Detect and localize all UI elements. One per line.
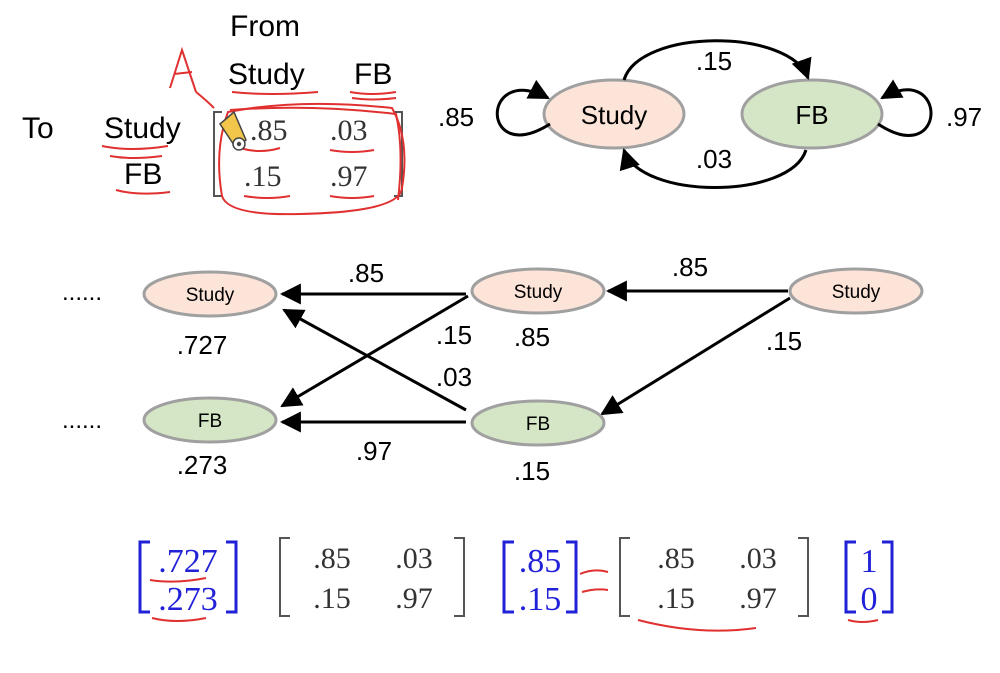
edge-mid-fb-to-left-study <box>282 308 467 412</box>
matrix-top-left-bracket <box>213 111 222 197</box>
vector2-right-bracket <box>566 540 578 614</box>
matrix2-r2c2: .97 <box>739 582 777 615</box>
trellis-label-mid-fb: FB <box>526 414 550 435</box>
matrix-top-r2c1: .15 <box>244 160 282 193</box>
matrix-top-r2c2: .97 <box>330 160 368 193</box>
vector1-right-bracket <box>226 540 238 614</box>
trellis-ellipsis-top: ...... <box>62 279 102 306</box>
matrix1-r1c1: .85 <box>313 542 351 575</box>
edge-study-to-fb <box>622 39 812 81</box>
vector1-left-bracket <box>138 540 150 614</box>
matrix1-r1c2: .03 <box>395 542 433 575</box>
edge-label-study-to-fb: .15 <box>696 46 732 76</box>
matrix-top-r1c1: .85 <box>250 114 288 147</box>
trellis-node-mid-study <box>470 267 606 315</box>
matrix2-r1c1: .85 <box>657 542 695 575</box>
vector1-bottom: .273 <box>158 581 218 618</box>
red-annotations-bottom <box>149 569 879 632</box>
self-loop-label-fb: .97 <box>946 102 982 132</box>
trellis-ellipsis-bottom: ...... <box>62 407 102 434</box>
matrix-top-r1c2: .03 <box>330 114 368 147</box>
weight-mid-fb-to-left-study: .03 <box>436 362 472 392</box>
prob-mid-study: .85 <box>514 322 550 352</box>
prob-left-fb: .273 <box>177 450 228 480</box>
prob-left-study: .727 <box>177 330 228 360</box>
pencil-cursor-icon <box>219 110 247 151</box>
col-header-fb: FB <box>354 58 392 91</box>
edge-right-study-to-mid-fb <box>600 296 791 416</box>
matrix1-left-bracket <box>279 537 290 617</box>
vector2-bottom: .15 <box>519 581 562 618</box>
vector2-top: .85 <box>519 543 562 580</box>
vector1-top: .727 <box>158 543 218 580</box>
trellis-node-left-fb <box>142 396 278 444</box>
trellis-label-left-study: Study <box>186 285 235 306</box>
trellis-node-left-study <box>142 270 278 318</box>
red-annotations-top <box>101 46 406 216</box>
weight-mid-fb-to-left-fb: .97 <box>356 436 392 466</box>
trellis-node-right-study <box>788 267 924 315</box>
handwritten-a-mark <box>169 46 197 93</box>
matrix2-r2c1: .15 <box>657 582 695 615</box>
matrix1-r2c2: .97 <box>395 582 433 615</box>
weight-mid-study-to-left-fb: .15 <box>436 320 472 350</box>
transition-matrix-labeled: From Study FB To Study FB .85 .03 .15 .9… <box>22 10 406 216</box>
trellis-node-mid-fb <box>470 399 606 447</box>
trellis-label-mid-study: Study <box>514 282 563 303</box>
matrix1-r2c1: .15 <box>313 582 351 615</box>
vector3-top: 1 <box>861 543 878 580</box>
self-loop-fb <box>877 79 933 137</box>
matrix2-right-bracket <box>798 537 809 617</box>
edge-label-fb-to-study: .03 <box>696 144 732 174</box>
equation: .727 .273 .85 .03 .15 .97 .85 .15 .85 .0… <box>138 537 894 632</box>
weight-right-study-to-mid-fb: .15 <box>766 326 802 356</box>
state-node-fb <box>740 78 884 150</box>
vector3-bottom: 0 <box>861 581 878 618</box>
trellis-diagram: ...... ...... Study FB Study FB Study .7… <box>62 252 924 486</box>
vector3-right-bracket <box>882 540 894 614</box>
matrix1-right-bracket <box>454 537 465 617</box>
matrix2-r1c2: .03 <box>739 542 777 575</box>
matrix2-left-bracket <box>619 537 630 617</box>
edge-fb-to-study <box>619 148 808 189</box>
self-loop-study <box>495 79 551 137</box>
state-label-study: Study <box>581 100 648 130</box>
self-loop-label-study: .85 <box>438 102 474 132</box>
state-node-study <box>542 78 686 150</box>
state-diagram: Study FB .15 .03 .85 .97 <box>438 39 982 189</box>
prob-mid-fb: .15 <box>514 456 550 486</box>
state-label-fb: FB <box>795 100 828 130</box>
vector3-left-bracket <box>844 540 856 614</box>
col-header-study: Study <box>228 58 305 91</box>
to-label: To <box>22 112 54 145</box>
edge-mid-study-to-left-fb <box>280 294 469 408</box>
from-label: From <box>230 10 300 43</box>
row-header-study: Study <box>104 112 181 145</box>
weight-right-study-to-mid-study: .85 <box>672 252 708 282</box>
weight-mid-study-to-left-study: .85 <box>348 258 384 288</box>
row-header-fb: FB <box>124 158 162 191</box>
vector2-left-bracket <box>502 540 514 614</box>
trellis-label-left-fb: FB <box>198 411 222 432</box>
trellis-label-right-study: Study <box>832 282 881 303</box>
